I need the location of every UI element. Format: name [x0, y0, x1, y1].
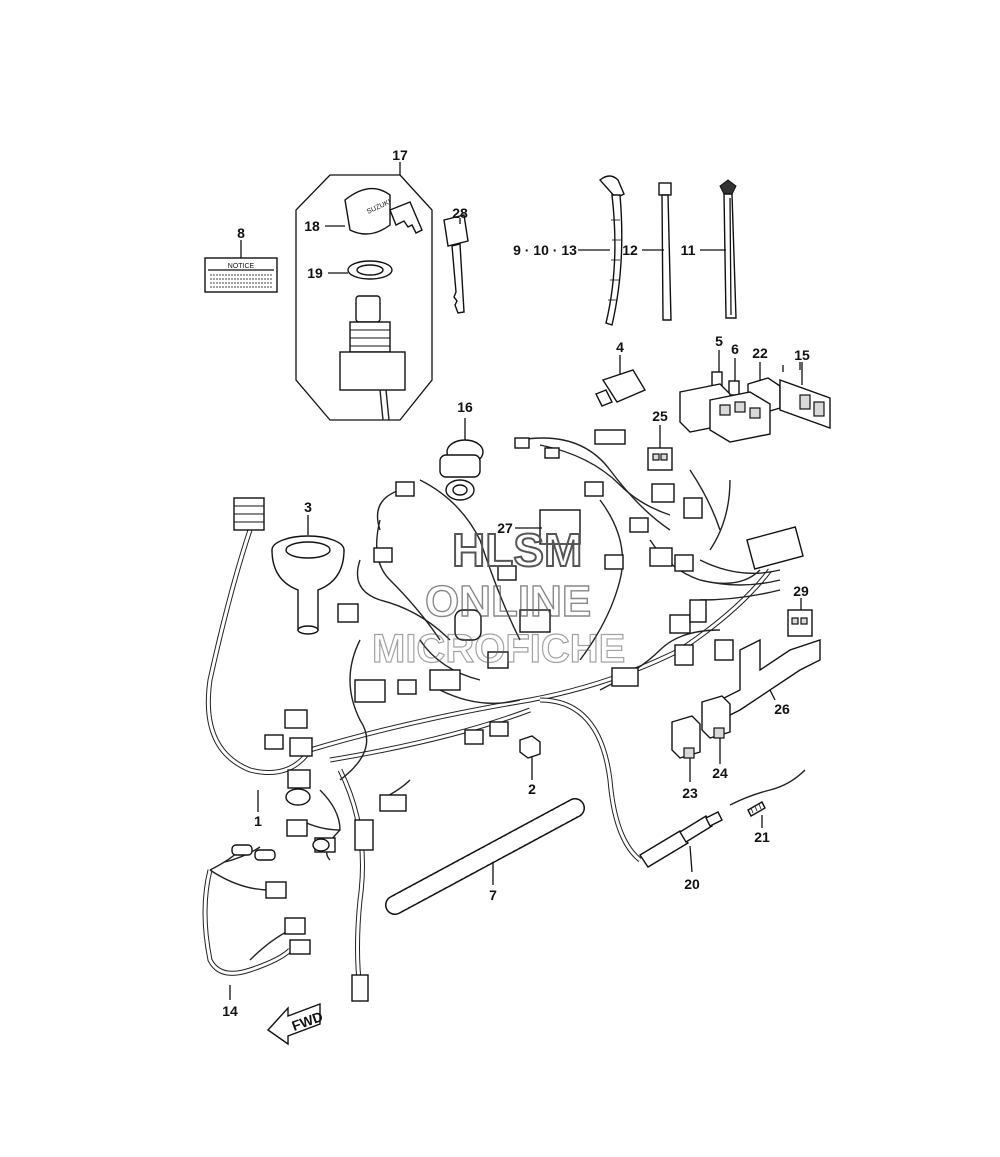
callout-2: 2 [528, 781, 536, 797]
watermark-line-1: HLSM [452, 524, 582, 576]
watermark: HLSM ONLINE MICROFICHE [371, 523, 626, 672]
part-25-connector [647, 425, 673, 471]
callout-5: 5 [715, 333, 723, 349]
callout-17: 17 [392, 147, 408, 163]
callout-22: 22 [752, 345, 768, 361]
callout-16: 16 [457, 399, 473, 415]
part-29-connector [787, 598, 813, 637]
part-20-sensor [639, 811, 723, 873]
part-16-socket [439, 418, 484, 501]
callout-20: 20 [684, 876, 700, 892]
part-26-bracket [719, 638, 821, 722]
callout-15: 15 [794, 347, 810, 363]
callout-19: 19 [307, 265, 323, 281]
part-7-corrugated-tube [385, 798, 585, 915]
callout-labels: 17 8 18 19 28 9 · 10 · 13 12 11 4 5 6 22… [222, 147, 810, 1019]
callout-23: 23 [682, 785, 698, 801]
callout-11: 11 [681, 242, 696, 258]
callout-14: 14 [222, 1003, 238, 1019]
part-1-main-harness [205, 429, 804, 1002]
part-24-coupler [701, 695, 731, 764]
callout-18: 18 [304, 218, 320, 234]
callout-26: 26 [774, 701, 790, 717]
part-14-sub-harness [202, 844, 311, 1000]
watermark-line-3: MICROFICHE [372, 627, 625, 671]
callout-1: 1 [254, 813, 262, 829]
callout-4: 4 [616, 339, 624, 355]
callout-24: 24 [712, 765, 728, 781]
part-15-bracket [779, 362, 831, 429]
part-9-10-13-cable-tie [598, 175, 625, 326]
part-12-cable-tie [658, 182, 672, 321]
part-6-fuse [728, 358, 740, 396]
part-3-grommet [271, 515, 345, 635]
leader-lines [257, 225, 801, 812]
notice-label-text: NOTICE [228, 263, 255, 270]
part-28-key [443, 214, 469, 314]
callout-21: 21 [754, 829, 770, 845]
part-21-spring [729, 769, 806, 828]
watermark-line-2: ONLINE [425, 577, 591, 626]
callout-29: 29 [793, 583, 809, 599]
callout-12: 12 [622, 242, 638, 258]
callout-8: 8 [237, 225, 245, 241]
callout-25: 25 [652, 408, 668, 424]
part-17-ignition-switch-group: SUZUKI [295, 162, 433, 421]
part-23-coupler [671, 715, 701, 782]
fwd-arrow-icon: FWD [266, 1002, 325, 1046]
part-11-cable-tie [719, 179, 737, 319]
callout-28: 28 [452, 205, 468, 221]
part-2-cap [519, 735, 541, 780]
fwd-arrow-text: FWD [290, 1008, 325, 1034]
part-5-fuse [711, 350, 723, 387]
part-4-boot [595, 355, 647, 407]
part-8-notice-label: NOTICE [204, 240, 278, 293]
callout-6: 6 [731, 341, 739, 357]
callout-7: 7 [489, 887, 497, 903]
callout-3: 3 [304, 499, 312, 515]
fuse-box [679, 383, 771, 443]
callout-9-10-13: 9 · 10 · 13 [513, 242, 577, 258]
callout-27: 27 [497, 520, 513, 536]
